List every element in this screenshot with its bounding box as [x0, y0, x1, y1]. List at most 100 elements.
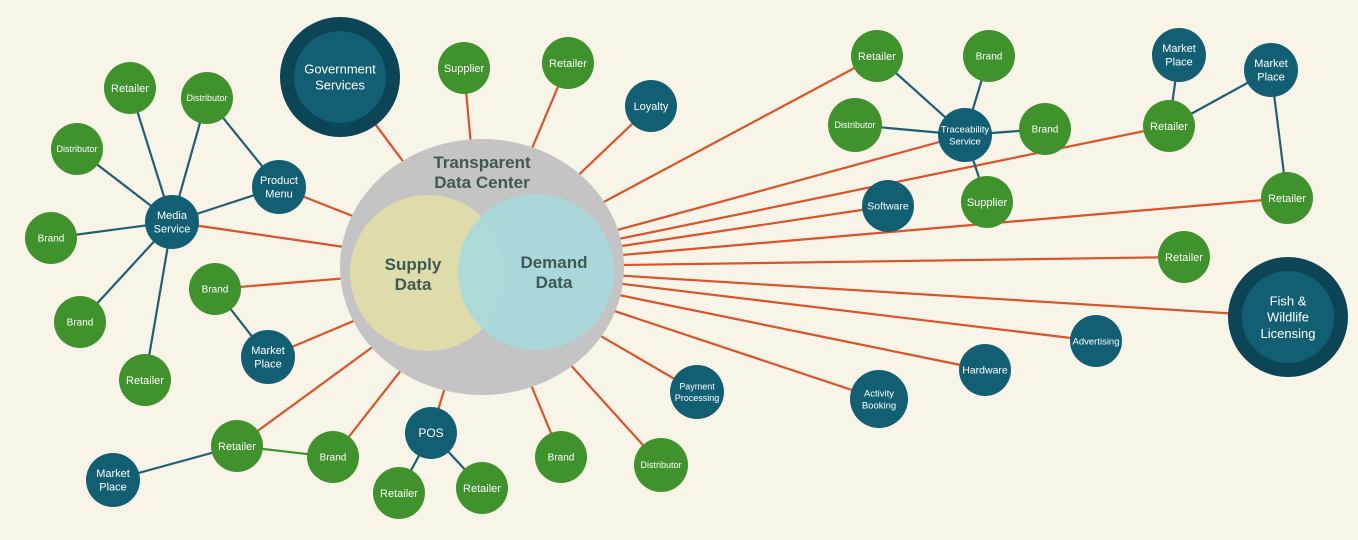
node-retailer-bl: Retailer	[211, 420, 263, 472]
node-circle	[1152, 28, 1206, 82]
node-label: Retailer	[858, 51, 896, 63]
node-label: POS	[418, 426, 443, 440]
node-label: Service	[154, 224, 191, 236]
node-label: Supplier	[444, 63, 485, 75]
node-label: Government	[304, 61, 376, 76]
node-retailer-pos2: Retailer	[456, 462, 508, 514]
node-label: Brand	[976, 52, 1003, 63]
node-circle	[294, 31, 386, 123]
demand-data-circle	[458, 194, 614, 350]
node-label: Traceability	[941, 124, 989, 135]
node-retailer-ms2: Retailer	[119, 354, 171, 406]
node-label: Market	[1162, 43, 1196, 55]
supply-data-label-line1: Supply	[385, 255, 442, 274]
node-label: Brand	[548, 453, 575, 464]
node-distributor-ms1: Distributor	[181, 72, 233, 124]
node-brand-ms1: Brand	[25, 212, 77, 264]
node-circle	[181, 72, 233, 124]
node-circle	[851, 30, 903, 82]
node-label: Retailer	[463, 483, 501, 495]
node-circle	[119, 354, 171, 406]
node-label: Distributor	[834, 120, 875, 130]
node-supplier-tr: Supplier	[961, 176, 1013, 228]
demand-data-label-line2: Data	[536, 273, 573, 292]
node-circle	[535, 431, 587, 483]
transparent-data-center: Transparent Data Center Supply Data Dema…	[340, 139, 624, 395]
node-label: Retailer	[111, 83, 149, 95]
node-software: Software	[862, 180, 914, 232]
node-circle	[1242, 271, 1334, 363]
node-label: Distributor	[186, 93, 227, 103]
node-label: Place	[254, 359, 282, 371]
node-circle	[1261, 172, 1313, 224]
node-circle	[241, 330, 295, 384]
node-circle	[211, 420, 263, 472]
node-brand-mp: Brand	[189, 263, 241, 315]
node-label: Retailer	[380, 488, 418, 500]
node-label: Retailer	[1165, 252, 1203, 264]
node-brand-bl: Brand	[307, 431, 359, 483]
node-retailer-top: Retailer	[542, 37, 594, 89]
node-label: Retailer	[1268, 193, 1306, 205]
node-retailer-tr: Retailer	[851, 30, 903, 82]
node-brand-bottom: Brand	[535, 431, 587, 483]
node-label: Processing	[675, 393, 720, 403]
node-circle	[373, 467, 425, 519]
node-label: Retailer	[549, 58, 587, 70]
node-circle	[1143, 100, 1195, 152]
demand-data-label-line1: Demand	[520, 253, 587, 272]
node-retailer-pos1: Retailer	[373, 467, 425, 519]
node-circle	[625, 80, 677, 132]
node-retailer-r2: Retailer	[1158, 231, 1210, 283]
node-pos: POS	[405, 407, 457, 459]
node-circle	[961, 176, 1013, 228]
node-distributor-ms2: Distributor	[51, 123, 103, 175]
node-circle	[189, 263, 241, 315]
node-circle	[104, 62, 156, 114]
node-brand-tr2: Brand	[1019, 103, 1071, 155]
node-distributor-tr: Distributor	[828, 98, 882, 152]
node-label: Retailer	[218, 441, 256, 453]
node-label: Services	[315, 78, 365, 93]
node-brand-ms2: Brand	[54, 296, 106, 348]
hub-title-line2: Data Center	[434, 173, 530, 192]
node-label: Brand	[320, 453, 347, 464]
node-circle	[25, 212, 77, 264]
node-label: Place	[99, 482, 127, 494]
node-label: Service	[949, 136, 981, 147]
supply-data-circle	[350, 195, 506, 351]
node-label: Wildlife	[1267, 310, 1309, 325]
node-circle	[1019, 103, 1071, 155]
node-circle	[850, 370, 908, 428]
node-label: Menu	[265, 189, 293, 201]
node-label: Retailer	[126, 375, 164, 387]
node-circle	[963, 30, 1015, 82]
node-circle	[145, 195, 199, 249]
supply-data-label-line2: Data	[395, 275, 432, 294]
node-label: Payment	[679, 382, 715, 392]
node-label: Brand	[38, 234, 65, 245]
hub-title-line1: Transparent	[433, 153, 531, 172]
node-label: Place	[1257, 72, 1285, 84]
node-label: Market	[96, 468, 130, 480]
node-circle	[828, 98, 882, 152]
node-brand-tr1: Brand	[963, 30, 1015, 82]
node-label: Brand	[67, 318, 94, 329]
node-supplier-top: Supplier	[438, 42, 490, 94]
node-advertising: Advertising	[1070, 315, 1122, 367]
node-label: Brand	[202, 285, 229, 296]
node-label: Distributor	[56, 144, 97, 154]
node-label: Brand	[1032, 125, 1059, 136]
node-label: Supplier	[967, 197, 1008, 209]
node-retailer-mp: Retailer	[1143, 100, 1195, 152]
